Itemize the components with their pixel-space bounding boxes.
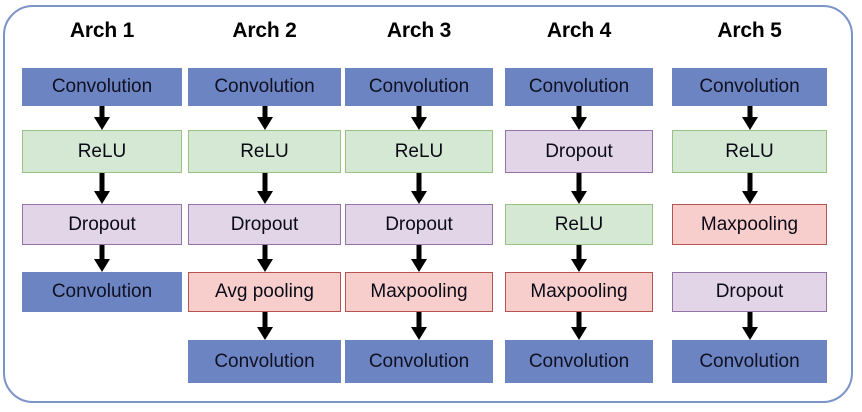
layer-node-dropout[interactable]: Dropout <box>672 272 827 312</box>
diagram-outer-frame <box>3 5 853 403</box>
layer-node-dropout[interactable]: Dropout <box>22 204 182 245</box>
layer-node-conv[interactable]: Convolution <box>188 68 341 106</box>
layer-node-relu[interactable]: ReLU <box>345 130 493 173</box>
layer-node-pool[interactable]: Avg pooling <box>188 272 341 312</box>
layer-node-dropout[interactable]: Dropout <box>345 204 493 245</box>
flow-arrow-down-icon <box>256 106 274 130</box>
layer-node-pool[interactable]: Maxpooling <box>505 272 653 312</box>
layer-node-relu[interactable]: ReLU <box>22 130 182 173</box>
flow-arrow-down-icon <box>741 173 759 204</box>
flow-arrow-down-icon <box>93 245 111 272</box>
layer-node-conv[interactable]: Convolution <box>505 68 653 106</box>
flow-arrow-down-icon <box>570 106 588 130</box>
layer-node-conv[interactable]: Convolution <box>672 340 827 383</box>
arch-column-title: Arch 4 <box>546 19 612 42</box>
layer-node-pool[interactable]: Maxpooling <box>672 204 827 245</box>
layer-node-relu[interactable]: ReLU <box>188 130 341 173</box>
flow-arrow-down-icon <box>410 106 428 130</box>
layer-node-relu[interactable]: ReLU <box>672 130 827 173</box>
arch-column-title: Arch 3 <box>386 19 452 42</box>
flow-arrow-down-icon <box>570 312 588 340</box>
layer-node-conv[interactable]: Convolution <box>505 340 653 383</box>
flow-arrow-down-icon <box>570 173 588 204</box>
layer-node-conv[interactable]: Convolution <box>188 340 341 383</box>
flow-arrow-down-icon <box>256 173 274 204</box>
layer-node-dropout[interactable]: Dropout <box>188 204 341 245</box>
flow-arrow-down-icon <box>256 312 274 340</box>
flow-arrow-down-icon <box>410 173 428 204</box>
layer-node-dropout[interactable]: Dropout <box>505 130 653 173</box>
flow-arrow-down-icon <box>256 245 274 272</box>
arch-column-title: Arch 5 <box>717 19 782 42</box>
layer-node-conv[interactable]: Convolution <box>345 340 493 383</box>
flow-arrow-down-icon <box>410 312 428 340</box>
layer-node-conv[interactable]: Convolution <box>345 68 493 106</box>
flow-arrow-down-icon <box>741 312 759 340</box>
layer-node-pool[interactable]: Maxpooling <box>345 272 493 312</box>
flow-arrow-down-icon <box>741 106 759 130</box>
layer-node-conv[interactable]: Convolution <box>22 272 182 312</box>
flow-arrow-down-icon <box>93 173 111 204</box>
layer-node-conv[interactable]: Convolution <box>22 68 182 106</box>
layer-node-conv[interactable]: Convolution <box>672 68 827 106</box>
arch-column-title: Arch 2 <box>232 19 297 42</box>
flow-arrow-down-icon <box>93 106 111 130</box>
flow-arrow-down-icon <box>570 245 588 272</box>
layer-node-relu[interactable]: ReLU <box>505 204 653 245</box>
flow-arrow-down-icon <box>410 245 428 272</box>
arch-column-title: Arch 1 <box>69 19 135 42</box>
